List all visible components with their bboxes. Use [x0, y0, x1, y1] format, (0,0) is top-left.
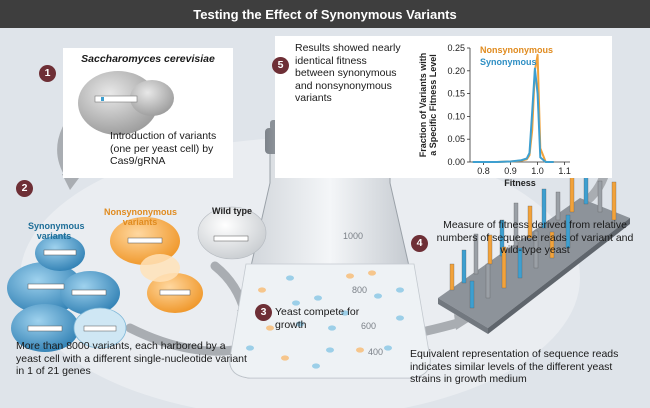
- flask-mark-1000: 1000: [343, 231, 364, 241]
- yeast-spot: [374, 293, 382, 299]
- yeast-spot: [246, 345, 254, 351]
- yeast-spot: [396, 315, 404, 321]
- sequence-read-bars: [449, 161, 617, 309]
- x-tick-label: 0.8: [477, 166, 490, 176]
- flask-mark-600: 600: [361, 321, 377, 331]
- yeast-spot: [296, 321, 304, 327]
- step3-badge: 3: [255, 304, 272, 321]
- legend-nonsynonymous: Nonsynonymous: [480, 45, 554, 55]
- sequence-read-bar: [565, 214, 571, 249]
- yeast-spot: [356, 347, 364, 353]
- sequence-read-bar: [555, 191, 561, 221]
- sequence-read-bar: [611, 181, 617, 221]
- x-axis-title: Fitness: [504, 178, 536, 188]
- sequence-read-bar: [461, 249, 467, 284]
- wildtype-label: Wild type: [212, 206, 252, 216]
- sequence-read-bar: [597, 180, 603, 213]
- step5-text: Results showed nearly identical fitness …: [295, 42, 401, 104]
- yeast-spot: [328, 325, 336, 331]
- x-tick-label: 1.0: [531, 166, 544, 176]
- yeast-spot: [341, 310, 349, 316]
- step2-text: More than 8000 variants, each harbored b…: [16, 340, 247, 377]
- yeast-blue-cluster: [7, 235, 127, 352]
- yeast-spot: [384, 345, 392, 351]
- flask-mark-400: 400: [368, 347, 384, 357]
- yeast-spot: [368, 270, 376, 276]
- yeast-spot: [266, 325, 274, 331]
- yeast-spot: [292, 300, 300, 306]
- x-tick-label: 1.1: [558, 166, 571, 176]
- step5-badge: 5: [272, 57, 289, 74]
- y-tick-label: 0.00: [447, 157, 465, 167]
- y-tick-label: 0.10: [447, 111, 465, 121]
- yeast-spot: [314, 295, 322, 301]
- yeast-spot: [346, 273, 354, 279]
- y-tick-label: 0.20: [447, 66, 465, 76]
- step3-text: Yeast compete for growth: [275, 306, 360, 331]
- yeast-spot: [258, 287, 266, 293]
- step4-text: Measure of fitness derived from relative…: [436, 219, 634, 256]
- sequence-read-bar: [549, 231, 555, 259]
- figure-title: Testing the Effect of Synonymous Variant…: [193, 6, 457, 22]
- yeast-spots: [246, 270, 404, 369]
- sequence-read-bar: [541, 188, 547, 229]
- step1-badge: 1: [39, 65, 56, 82]
- sequence-read-bar: [527, 205, 533, 239]
- reads-text: Equivalent representation of sequence re…: [410, 348, 619, 385]
- x-tick-label: 0.9: [504, 166, 517, 176]
- title-bar: Testing the Effect of Synonymous Variant…: [0, 0, 650, 28]
- fitness-chart: 0.8 0.9 1.0 1.1 0.00 0.05 0.10 0.15 0.20 0.25Fitn…: [418, 43, 571, 188]
- sequence-read-bar: [469, 280, 475, 309]
- y-tick-label: 0.05: [447, 134, 465, 144]
- sequence-read-bar: [473, 233, 479, 275]
- sequence-read-bar: [501, 246, 507, 289]
- step5-box: [275, 36, 612, 178]
- yeast-wildtype-cell: [197, 206, 267, 260]
- yeast-gray-cluster: [78, 71, 174, 135]
- y-axis-title: Fraction of Variants witha Specific Fitn…: [418, 53, 438, 158]
- yeast-spot: [281, 355, 289, 361]
- y-tick-label: 0.25: [447, 43, 465, 53]
- yeast-spot: [286, 275, 294, 281]
- sequence-read-bar: [569, 176, 575, 213]
- nonsynonymous-label: Nonsynonymous variants: [104, 207, 178, 227]
- sequence-read-bar: [449, 263, 455, 291]
- step1-text: Introduction of variants (one per yeast …: [110, 130, 217, 167]
- step2-badge: 2: [16, 180, 33, 197]
- step4-badge: 4: [411, 235, 428, 252]
- sequence-read-bar: [517, 247, 523, 279]
- synonymous-label: Synonymous variants: [28, 221, 85, 241]
- yeast-spot: [312, 363, 320, 369]
- flask-mark-800: 800: [352, 285, 368, 295]
- yeast-spot: [396, 287, 404, 293]
- sequence-read-bar: [513, 202, 519, 247]
- sequence-read-bar: [485, 263, 491, 299]
- yeast-orange-cluster: [110, 217, 203, 313]
- legend-synonymous: Synonymous: [480, 57, 537, 67]
- y-tick-label: 0.15: [447, 89, 465, 99]
- yeast-spot: [326, 347, 334, 353]
- sequence-read-bar: [533, 230, 539, 269]
- series-line-synonymous: [472, 67, 554, 163]
- organism-name: Saccharomyces cerevisiae: [81, 53, 215, 65]
- diagram-artwork: 0.8 0.9 1.0 1.1 0.00 0.05 0.10 0.15 0.20 0.25Fitn…: [0, 28, 650, 408]
